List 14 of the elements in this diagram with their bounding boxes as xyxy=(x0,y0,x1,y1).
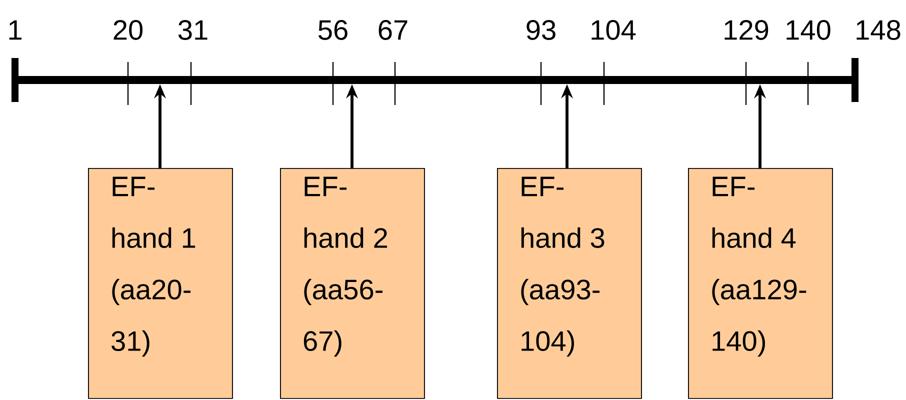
tick-label: 67 xyxy=(378,20,408,40)
tick-label: 20 xyxy=(114,20,143,40)
domain-box: EF-hand 4 (aa129-140) xyxy=(688,168,833,399)
domain-box: EF-hand 1 (aa20-31) xyxy=(88,168,233,399)
tick-label: 56 xyxy=(318,20,348,40)
tick-label: 1 xyxy=(9,20,22,40)
tick-label: 31 xyxy=(178,20,208,40)
domain-box: EF-hand 3 (aa93-104) xyxy=(497,168,642,399)
domain-box: EF-hand 2 (aa56-67) xyxy=(280,168,425,399)
tick-label: 93 xyxy=(526,20,556,40)
tick-label: 140 xyxy=(786,20,830,40)
tick-label: 148 xyxy=(856,20,900,40)
tick-label: 104 xyxy=(592,20,636,40)
tick-label: 129 xyxy=(724,20,768,40)
